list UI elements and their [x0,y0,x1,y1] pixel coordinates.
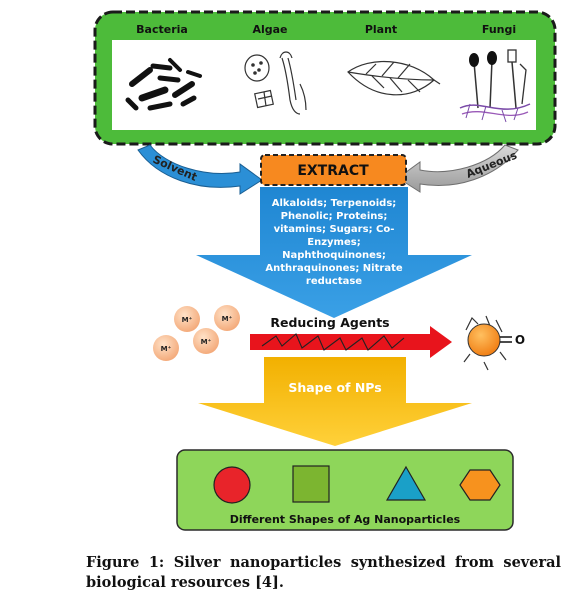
svg-text:M⁺: M⁺ [201,338,212,346]
compound-line-5: Naphthoquinones; [282,250,386,261]
compound-line-6: Anthraquinones; Nitrate [265,263,403,274]
shape-of-nps-label: Shape of NPs [288,380,381,395]
metal-ion: M⁺ [153,335,179,361]
square-shape-icon [292,465,330,503]
source-box-inner [112,40,536,130]
reducing-agents-label: Reducing Agents [270,315,389,330]
compound-line-3: vitamins; Sugars; Co- [274,224,395,235]
label-plant: Plant [365,23,397,36]
extract-box: EXTRACT [260,154,407,186]
figure-caption: Figure 1: Silver nanoparticles synthesiz… [86,554,561,591]
reducing-agents-arrow: Reducing Agents [250,315,452,358]
aqueous-arrow: Aqueous [397,144,519,193]
bacteria-icon [125,58,202,111]
compound-line-7: reductase [306,276,362,287]
metal-ion: M⁺ [174,306,200,332]
label-algae: Algae [252,23,287,36]
hexagon-shape-icon [459,469,501,501]
metal-ions: M⁺ M⁺ M⁺ M⁺ [153,305,240,361]
algae-icon [244,51,307,115]
shapes-box: Different Shapes of Ag Nanoparticles [176,449,514,531]
circle-shape-icon [213,466,251,504]
label-fungi: Fungi [482,23,516,36]
leaf-icon [347,60,441,96]
extract-label: EXTRACT [297,163,369,179]
capped-nanoparticle: O [463,315,525,371]
svg-text:M⁺: M⁺ [222,315,233,323]
compounds-funnel: Alkaloids; Terpenoids; Phenolic; Protein… [196,187,472,318]
shapes-label: Different Shapes of Ag Nanoparticles [230,513,461,526]
metal-ion: M⁺ [193,328,219,354]
compound-line-2: Phenolic; Proteins; [281,211,388,222]
oxygen-label: O [515,333,525,347]
triangle-shape-icon [385,465,427,501]
fungi-icon [459,49,531,123]
compound-line-1: Alkaloids; Terpenoids; [272,198,397,209]
svg-text:M⁺: M⁺ [182,316,193,324]
label-bacteria: Bacteria [136,23,188,36]
solvent-arrow: Solvent [137,144,263,195]
metal-ion: M⁺ [214,305,240,331]
source-box: Bacteria Algae Plant Fungi [93,10,557,146]
svg-text:M⁺: M⁺ [161,345,172,353]
aqueous-label: Aqueous [464,148,519,180]
compound-line-4: Enzymes; [307,237,360,248]
shape-funnel: Shape of NPs [198,357,472,446]
